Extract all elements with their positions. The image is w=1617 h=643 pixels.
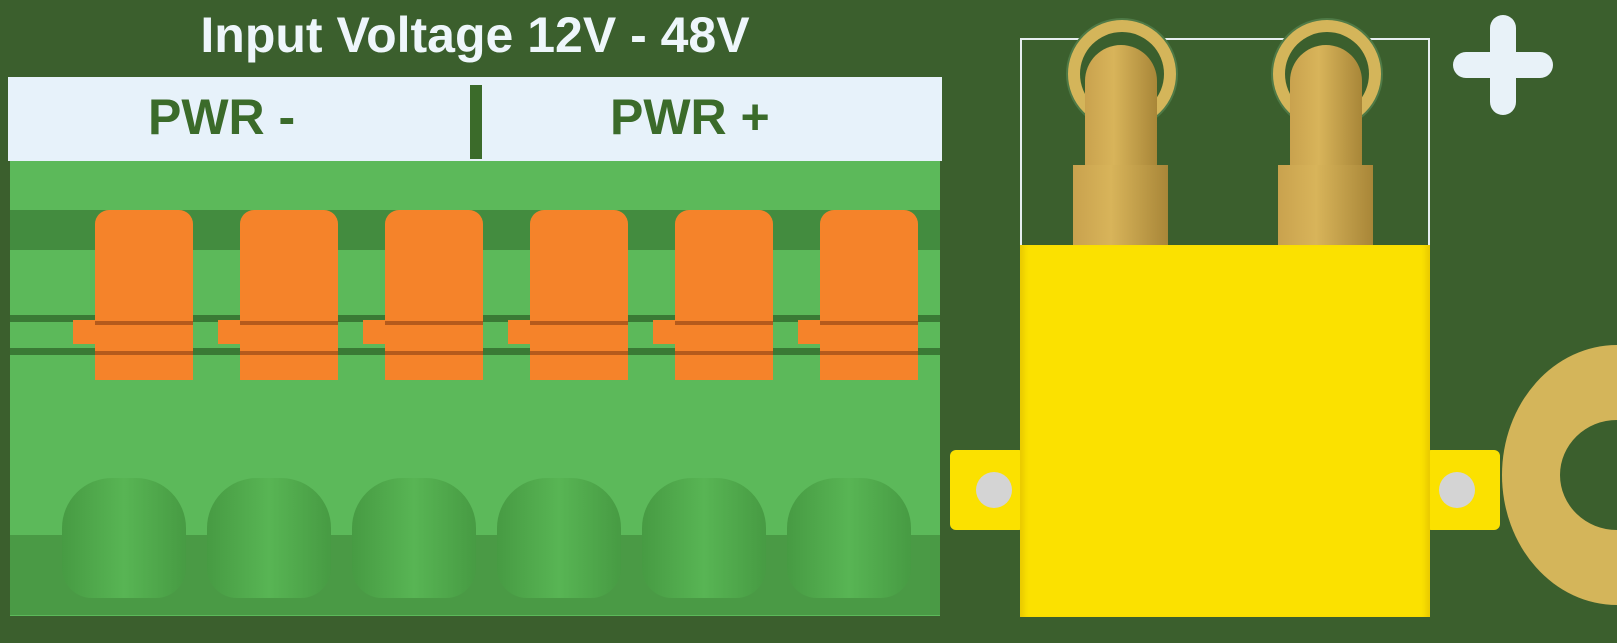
terminal-lever-3[interactable] [363,210,483,380]
wire-entry-6 [787,478,911,598]
wire-entry-2 [207,478,331,598]
connector-pin-base-right [1278,165,1373,245]
label-separator [470,85,482,159]
input-voltage-title: Input Voltage 12V - 48V [200,7,750,63]
terminal-lever-2[interactable] [218,210,338,380]
pwr-negative-label: PWR - [148,89,296,145]
mount-hole-left [976,472,1012,508]
terminal-lever-4[interactable] [508,210,628,380]
power-connector-body[interactable] [1020,245,1430,617]
terminal-lever-1[interactable] [73,210,193,380]
pwr-positive-label: PWR + [610,89,770,145]
plus-marking-icon-bar [1453,52,1553,78]
wire-entry-3 [352,478,476,598]
wire-entry-4 [497,478,621,598]
wire-entry-1 [62,478,186,598]
terminal-lever-5[interactable] [653,210,773,380]
wire-entry-5 [642,478,766,598]
mount-hole-right [1439,472,1475,508]
terminal-lever-6[interactable] [798,210,918,380]
connector-pin-base-left [1073,165,1168,245]
